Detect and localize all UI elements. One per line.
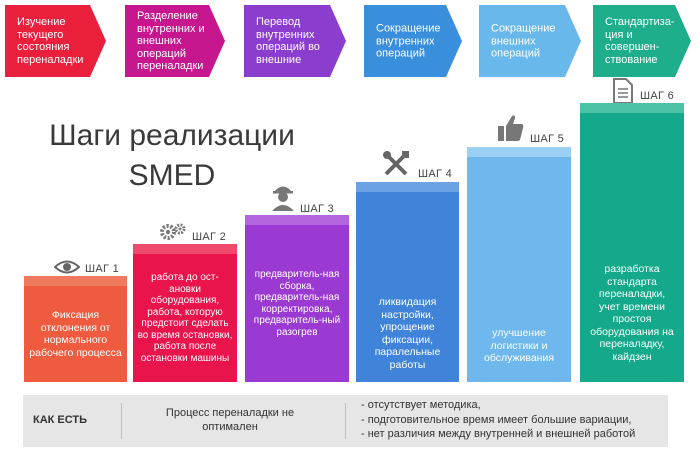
step-4-block: ликвидация настройки, упрощение фиксации…	[356, 182, 459, 382]
step-2-block-front: работа до ост-ановки оборудования, работ…	[133, 254, 237, 382]
step-6-block: разработка стандарта переналадки, учет в…	[580, 103, 684, 382]
tools-icon	[383, 151, 409, 176]
step-1-text: Фиксация отклонения от нормального рабоч…	[29, 309, 122, 359]
document-icon	[613, 78, 633, 104]
diagram-title: Шаги реализации SMED	[42, 116, 302, 196]
step-6-text: разработка стандарта переналадки, учет в…	[590, 263, 674, 363]
step-5-label: ШАГ 5	[530, 133, 565, 145]
arrow-step-6-label: Стандартиза-ция и совершен-ствование	[605, 16, 675, 66]
as-is-bullets: - отсутствует методика, - подготовительн…	[361, 398, 635, 442]
arrow-step-3: Перевод внутренних операций во внешние	[244, 5, 346, 77]
step-4-text: ликвидация настройки, упрощение фиксации…	[374, 296, 441, 371]
arrow-step-2: Разделение внутренних и внешних операций…	[125, 5, 225, 77]
divider-right	[345, 403, 346, 439]
step-5-block-top	[467, 147, 571, 159]
as-is-bar: КАК ЕСТЬ Процесс переналадки не оптимале…	[23, 395, 668, 447]
step-3-label: ШАГ 3	[300, 203, 335, 215]
step-3-text: предваритель-ная сборка, предваритель-на…	[253, 269, 341, 338]
worker-icon	[272, 186, 294, 211]
bullet-1: - отсутствует методика,	[361, 399, 481, 411]
arrow-step-1-label: Изучение текущего состояния переналадки	[17, 16, 84, 66]
as-is-label: КАК ЕСТЬ	[33, 414, 88, 426]
step-2-block-top	[133, 244, 237, 256]
step-2-label: ШАГ 2	[192, 231, 227, 243]
step-5-text: улучшение логистики и обслуживания	[483, 327, 555, 364]
step-1-label: ШАГ 1	[85, 263, 120, 275]
step-4-block-front: ликвидация настройки, упрощение фиксации…	[356, 192, 459, 382]
bullet-3: - нет различия между внутренней и внешне…	[361, 428, 636, 440]
arrow-step-5: Сокращение внешних операций	[479, 5, 581, 77]
arrow-step-5-label: Сокращение внешних операций	[491, 22, 556, 60]
gears-icon	[160, 223, 186, 240]
step-6-block-front: разработка стандарта переналадки, учет в…	[580, 113, 684, 382]
title-line-2: SMED	[128, 159, 216, 192]
eye-icon	[54, 260, 80, 274]
arrow-step-3-label: Перевод внутренних операций во внешние	[256, 16, 320, 66]
arrow-step-4-label: Сокращение внутренних операций	[376, 22, 441, 60]
arrow-step-2-label: Разделение внутренних и внешних операций…	[137, 9, 205, 72]
step-1-block: Фиксация отклонения от нормального рабоч…	[24, 276, 127, 382]
step-3-block: предваритель-ная сборка, предваритель-на…	[245, 215, 349, 382]
step-1-block-front: Фиксация отклонения от нормального рабоч…	[24, 286, 127, 382]
bullet-2: - подготовительное время имеет большие в…	[361, 413, 632, 426]
step-5-block: улучшение логистики и обслуживания	[467, 147, 571, 382]
thumbs-up-icon	[498, 115, 524, 141]
step-1-block-top	[24, 276, 127, 288]
as-is-summary: Процесс переналадки не оптимален	[165, 407, 295, 433]
step-6-block-top	[580, 103, 684, 115]
step-3-block-front: предваритель-ная сборка, предваритель-на…	[245, 225, 349, 382]
arrow-step-1: Изучение текущего состояния переналадки	[5, 5, 106, 77]
step-4-block-top	[356, 182, 459, 194]
divider-left	[121, 403, 122, 439]
arrow-step-6: Стандартиза-ция и совершен-ствование	[593, 5, 691, 77]
step-4-label: ШАГ 4	[418, 168, 453, 180]
step-2-text: работа до ост-ановки оборудования, работ…	[137, 272, 233, 364]
step-5-block-front: улучшение логистики и обслуживания	[467, 157, 571, 382]
step-2-block: работа до ост-ановки оборудования, работ…	[133, 244, 237, 382]
step-3-block-top	[245, 215, 349, 227]
arrow-step-4: Сокращение внутренних операций	[364, 5, 462, 77]
step-6-label: ШАГ 6	[640, 90, 675, 102]
title-line-1: Шаги реализации	[49, 119, 295, 152]
